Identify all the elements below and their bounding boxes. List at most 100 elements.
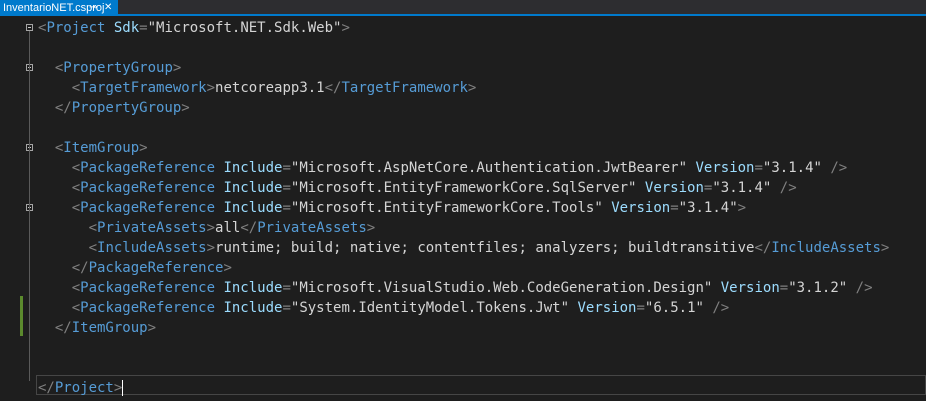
code-token: >: [341, 20, 350, 36]
code-token: <: [88, 220, 98, 236]
change-bar: [20, 296, 23, 336]
code-token: <: [71, 280, 81, 296]
code-line[interactable]: </Project>: [38, 378, 124, 398]
code-token: <: [71, 200, 81, 216]
code-token: >: [206, 240, 216, 256]
code-token: runtime; build; native; contentfiles; an…: [215, 240, 755, 256]
code-editor[interactable]: <Project Sdk="Microsoft.NET.Sdk.Web"> <P…: [0, 16, 926, 401]
code-line[interactable]: <PackageReference Include="Microsoft.Ent…: [38, 198, 746, 218]
code-token: =: [754, 160, 763, 176]
code-token: Version: [712, 280, 780, 296]
code-line[interactable]: <PackageReference Include="Microsoft.Ent…: [38, 178, 797, 198]
code-line[interactable]: </PackageReference>: [38, 258, 232, 278]
code-token: Include: [215, 160, 283, 176]
code-token: PackageReference: [80, 280, 216, 296]
code-line[interactable]: <ItemGroup>: [38, 138, 148, 158]
code-line[interactable]: <PackageReference Include="System.Identi…: [38, 298, 730, 318]
code-token: Version: [569, 300, 637, 316]
code-token: =: [670, 200, 679, 216]
code-token: all: [215, 220, 241, 236]
code-token: />: [821, 160, 848, 176]
code-token: =: [282, 300, 291, 316]
code-token: <: [71, 160, 81, 176]
code-token: PackageReference: [88, 260, 224, 276]
code-token: =: [282, 280, 291, 296]
code-token: [38, 140, 55, 156]
code-token: />: [703, 300, 730, 316]
code-token: Project: [46, 20, 106, 36]
text-caret: [122, 380, 124, 396]
tab-inventarionet-csproj[interactable]: InventarioNET.csproj ⊸ ✕: [0, 0, 118, 16]
code-token: netcoreapp3.1: [215, 80, 325, 96]
code-token: ItemGroup: [63, 140, 140, 156]
code-line[interactable]: <PackageReference Include="Microsoft.Asp…: [38, 158, 848, 178]
code-token: >: [181, 100, 190, 116]
code-token: [38, 100, 55, 116]
code-line[interactable]: <TargetFramework>netcoreapp3.1</TargetFr…: [38, 78, 477, 98]
code-token: <: [71, 300, 81, 316]
code-token: [38, 240, 89, 256]
code-token: </: [38, 380, 55, 396]
code-token: <: [54, 140, 64, 156]
code-token: [38, 160, 72, 176]
code-token: >: [467, 80, 477, 96]
code-token: [38, 60, 55, 76]
code-token: <: [54, 60, 64, 76]
code-line[interactable]: <Project Sdk="Microsoft.NET.Sdk.Web">: [38, 18, 350, 38]
code-token: >: [206, 220, 216, 236]
code-token: >: [880, 240, 890, 256]
code-token: >: [366, 220, 376, 236]
code-token: <: [71, 80, 81, 96]
code-line[interactable]: </ItemGroup>: [38, 318, 156, 338]
code-line[interactable]: <PackageReference Include="Microsoft.Vis…: [38, 278, 873, 298]
code-token: [38, 220, 89, 236]
code-token: ItemGroup: [71, 320, 148, 336]
code-token: "Microsoft.NET.Sdk.Web": [147, 20, 342, 36]
code-token: </: [54, 100, 72, 116]
code-token: Version: [602, 200, 671, 216]
code-token: "3.1.4": [712, 180, 772, 196]
editor-margin: [0, 16, 20, 401]
code-token: <: [38, 20, 47, 36]
code-token: PrivateAssets: [97, 220, 207, 236]
code-token: </: [240, 220, 258, 236]
code-token: Include: [215, 280, 283, 296]
code-token: [38, 200, 72, 216]
code-token: >: [139, 140, 148, 156]
code-token: "Microsoft.EntityFrameworkCore.Tools": [290, 200, 603, 216]
code-token: <: [88, 240, 98, 256]
code-token: </: [324, 80, 342, 96]
code-token: PropertyGroup: [63, 60, 173, 76]
outline-guide: [29, 31, 30, 381]
code-token: [38, 280, 72, 296]
code-token: >: [147, 320, 157, 336]
code-line[interactable]: <PropertyGroup>: [38, 58, 181, 78]
code-token: />: [771, 180, 797, 196]
code-token: "6.5.1": [644, 300, 704, 316]
code-token: "3.1.2": [788, 280, 848, 296]
code-token: >: [737, 200, 747, 216]
pin-icon[interactable]: ⊸: [89, 2, 98, 13]
code-token: PrivateAssets: [257, 220, 367, 236]
code-token: =: [779, 280, 789, 296]
code-line[interactable]: </PropertyGroup>: [38, 98, 190, 118]
code-token: [38, 180, 72, 196]
collapse-icon[interactable]: [26, 24, 33, 31]
code-token: />: [847, 280, 873, 296]
code-token: PackageReference: [80, 300, 216, 316]
code-token: =: [703, 180, 713, 196]
close-icon[interactable]: ✕: [104, 2, 113, 13]
code-token: </: [71, 260, 89, 276]
code-token: Project: [54, 380, 114, 396]
code-token: Include: [215, 300, 283, 316]
code-token: >: [206, 80, 216, 96]
code-token: Include: [215, 200, 283, 216]
code-token: "System.IdentityModel.Tokens.Jwt": [290, 300, 570, 316]
code-token: =: [139, 20, 148, 36]
code-token: Version: [636, 180, 704, 196]
code-line[interactable]: <IncludeAssets>runtime; build; native; c…: [38, 238, 890, 258]
code-token: Version: [687, 160, 755, 176]
code-token: </: [54, 320, 72, 336]
code-line[interactable]: <PrivateAssets>all</PrivateAssets>: [38, 218, 376, 238]
code-token: "Microsoft.VisualStudio.Web.CodeGenerati…: [290, 280, 713, 296]
